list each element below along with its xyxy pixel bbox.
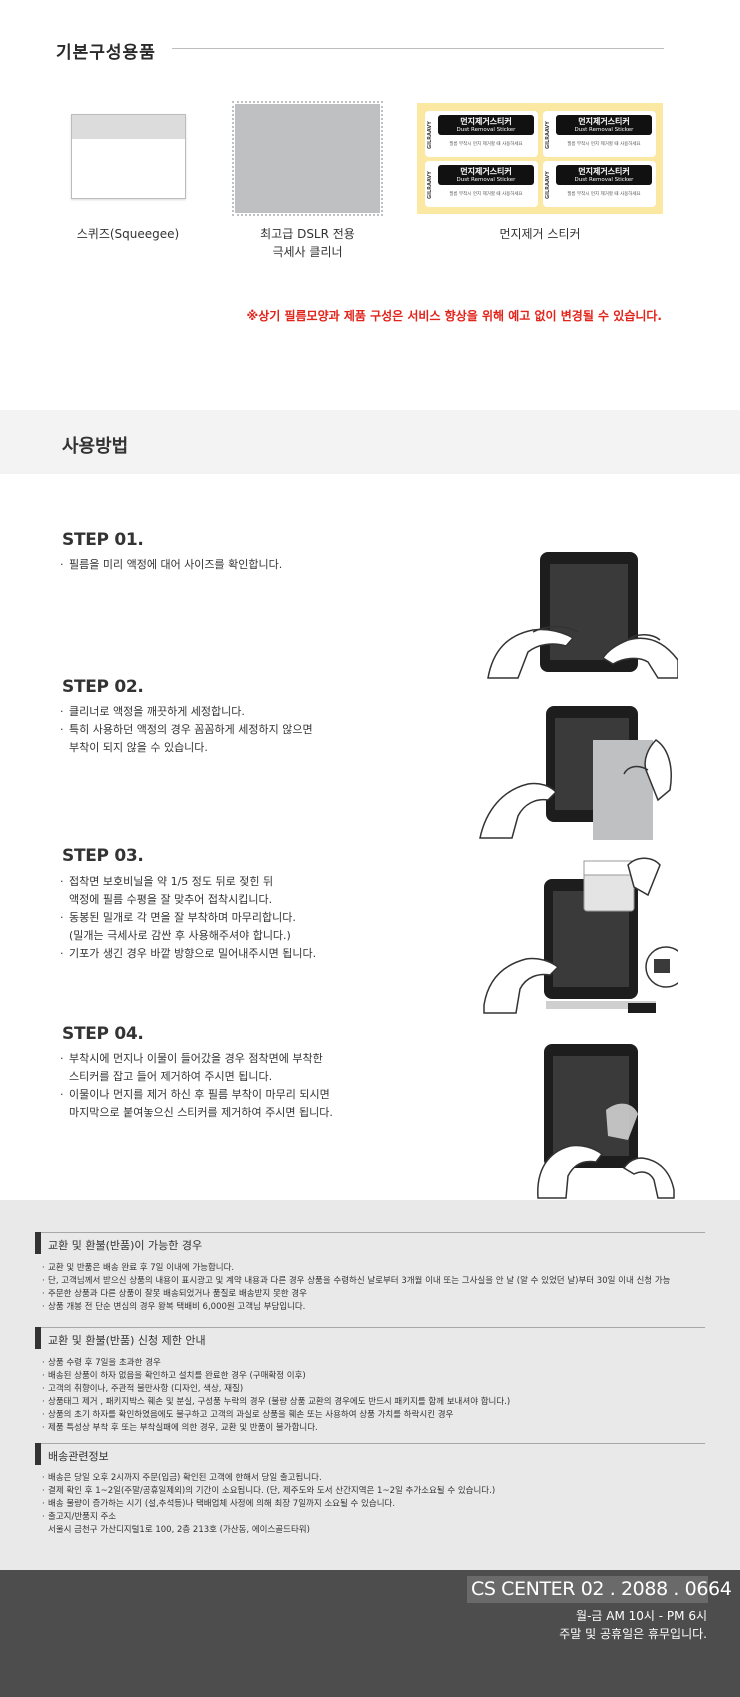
business-hours: 월-금 AM 10시 - PM 6시 주말 및 공휴일은 휴무입니다. <box>450 1607 707 1643</box>
list-item: 동봉된 밀개로 각 면을 잘 부착하며 마무리합니다. (밀개는 극세사로 감싼… <box>60 909 440 945</box>
policy-marker <box>35 1232 41 1254</box>
policy-section: 교환 및 환불(반품)이 가능한 경우 교환 및 반품은 배송 완료 후 7일 … <box>0 1200 740 1570</box>
policy-marker <box>35 1327 41 1349</box>
title-divider <box>172 48 664 49</box>
list-item: 이물이나 먼지를 제거 하신 후 필름 부착이 마무리 되시면 마지막으로 붙여… <box>60 1086 440 1122</box>
squeegee-image <box>71 114 186 199</box>
change-notice: ※상기 필름모양과 제품 구성은 서비스 향상을 위해 예고 없이 변경될 수 … <box>246 309 662 323</box>
list-item: 출고지/반품지 주소 <box>42 1511 707 1524</box>
policy-shipping-list: 배송은 당일 오후 2시까지 주문(입금) 확인된 고객에 한해서 당일 출고됩… <box>42 1472 707 1537</box>
list-item: 교환 및 반품은 배송 완료 후 7일 이내에 가능합니다. <box>42 1262 707 1275</box>
step-3-illustration <box>483 857 678 1014</box>
step-2-instructions: 클리너로 액정을 깨끗하게 세정합니다. 특히 사용하던 액정의 경우 꼼꼼하게… <box>60 703 440 757</box>
step-3-heading: STEP 03. <box>62 846 144 866</box>
policy-return-list: 교환 및 반품은 배송 완료 후 7일 이내에 가능합니다. 단, 고객님께서 … <box>42 1262 707 1314</box>
sticker-caption: 먼지제거 스티커 <box>499 227 581 241</box>
cs-center-box <box>467 1576 708 1603</box>
list-item: 고객의 취향이나, 주관적 불만사항 (디자인, 색상, 재질) <box>42 1383 707 1396</box>
list-item: 결제 확인 후 1~2일(주말/공휴일제외)의 기간이 소요됩니다. (단, 제… <box>42 1485 707 1498</box>
list-item: 배송은 당일 오후 2시까지 주문(입금) 확인된 고객에 한해서 당일 출고됩… <box>42 1472 707 1485</box>
policy-divider <box>35 1327 705 1328</box>
list-item: 상품 수령 후 7일을 초과한 경우 <box>42 1357 707 1370</box>
list-item: 부착시에 먼지나 이물이 들어갔을 경우 점착면에 부착한 스티커를 잡고 들어… <box>60 1050 440 1086</box>
step-2-illustration <box>479 706 672 840</box>
policy-restriction-list: 상품 수령 후 7일을 초과한 경우 배송된 상품이 하자 없음을 확인하고 설… <box>42 1357 707 1435</box>
microfiber-cloth-image <box>232 101 383 216</box>
step-2-heading: STEP 02. <box>62 677 144 697</box>
list-item: 기포가 생긴 경우 바깥 방향으로 밀어내주시면 됩니다. <box>60 945 440 963</box>
return-address: 서울시 금천구 가산디지털1로 100, 2층 213호 (가산동, 에이스골드… <box>48 1525 310 1535</box>
policy-return-title: 교환 및 환불(반품)이 가능한 경우 <box>48 1239 203 1252</box>
usage-header-band <box>0 410 740 474</box>
list-item: 단, 고객님께서 받으신 상품의 내용이 표시광고 및 계약 내용과 다른 경우… <box>42 1275 707 1288</box>
step-1-instructions: 필름을 미리 액정에 대어 사이즈를 확인합니다. <box>60 556 440 574</box>
policy-restriction-title: 교환 및 환불(반품) 신청 제한 안내 <box>48 1334 206 1347</box>
step-1-illustration <box>487 552 678 679</box>
list-item: 상품의 초기 하자를 확인하였음에도 불구하고 고객의 과실로 상품을 훼손 또… <box>42 1409 707 1422</box>
list-item: 특히 사용하던 액정의 경우 꼼꼼하게 세정하지 않으면 부착이 되지 않을 수… <box>60 721 440 757</box>
squeegee-caption: 스퀴즈(Squeegee) <box>76 227 180 241</box>
policy-divider <box>35 1232 705 1233</box>
list-item: 배송된 상품이 하자 없음을 확인하고 설치를 완료한 경우 (구매확정 이후) <box>42 1370 707 1383</box>
policy-divider <box>35 1443 705 1444</box>
policy-shipping-title: 배송관련정보 <box>48 1450 109 1463</box>
usage-title: 사용방법 <box>62 436 129 457</box>
list-item: 주문한 상품과 다른 상품이 잘못 배송되었거나 품질로 배송받지 못한 경우 <box>42 1288 707 1301</box>
list-item: 필름을 미리 액정에 대어 사이즈를 확인합니다. <box>60 556 440 574</box>
hours-weekday: 월-금 AM 10시 - PM 6시 <box>576 1609 707 1623</box>
list-item: 상품 개봉 전 단순 변심의 경우 왕복 택배비 6,000원 고객님 부담입니… <box>42 1301 707 1314</box>
list-item: 클리너로 액정을 깨끗하게 세정합니다. <box>60 703 440 721</box>
step-1-heading: STEP 01. <box>62 530 144 550</box>
list-item: 배송 물량이 증가하는 시기 (설,추석등)나 택배업체 사정에 의해 최장 7… <box>42 1498 707 1511</box>
hours-closed: 주말 및 공휴일은 휴무입니다. <box>559 1627 707 1641</box>
list-item: 상품태그 제거 , 패키지박스 훼손 및 분실, 구성품 누락의 경우 (불량 … <box>42 1396 707 1409</box>
step-4-illustration <box>537 1044 675 1199</box>
components-title: 기본구성용품 <box>56 43 156 63</box>
list-item: 제품 특성상 부착 후 또는 부착실패에 의한 경우, 교환 및 반품이 불가합… <box>42 1422 707 1435</box>
step-3-instructions: 접착면 보호비닐을 약 1/5 정도 뒤로 젖힌 뒤 액정에 필름 수평을 잘 … <box>60 873 440 963</box>
step-4-instructions: 부착시에 먼지나 이물이 들어갔을 경우 점착면에 부착한 스티커를 잡고 들어… <box>60 1050 440 1122</box>
cs-center-phone: CS CENTER 02 . 2088 . 0664 <box>471 1578 732 1600</box>
list-item: 접착면 보호비닐을 약 1/5 정도 뒤로 젖힌 뒤 액정에 필름 수평을 잘 … <box>60 873 440 909</box>
cloth-caption: 최고급 DSLR 전용 극세사 클리너 <box>260 227 355 259</box>
policy-marker <box>35 1443 41 1465</box>
step-4-heading: STEP 04. <box>62 1024 144 1044</box>
